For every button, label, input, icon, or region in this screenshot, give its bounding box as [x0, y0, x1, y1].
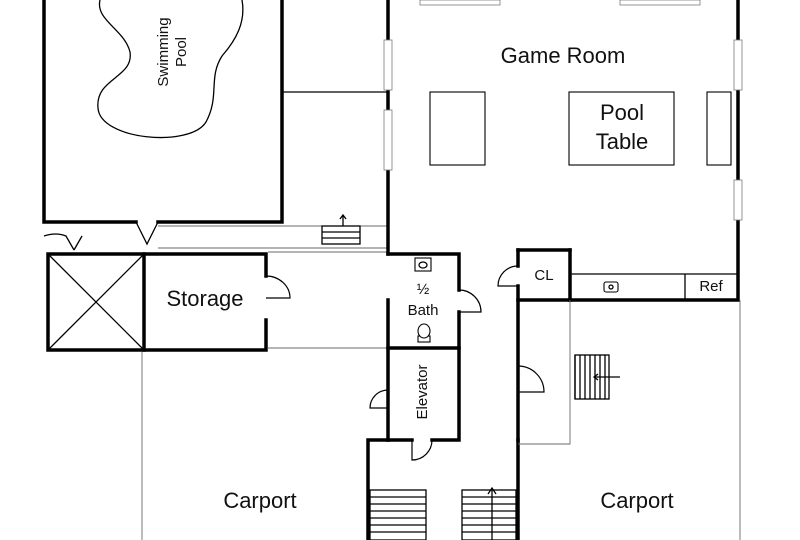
left-table [429, 91, 486, 166]
elevator-label: Elevator [414, 364, 431, 419]
game-room-furniture: Pool Table [429, 91, 732, 166]
left-carport: Carport [223, 488, 296, 513]
closet: CL [497, 265, 554, 287]
pool-table-label-line1: Pool [600, 100, 644, 125]
wet-bar: Ref [570, 273, 738, 300]
carport-stairs [574, 354, 620, 400]
ref-label: Ref [699, 278, 723, 295]
walkway-stairs [321, 213, 361, 245]
swimming-pool: Swimming Pool [97, 0, 244, 139]
bath-sink-icon [414, 257, 432, 272]
half-bath: ½ Bath [386, 252, 482, 350]
swimming-pool-label-line2: Pool [173, 37, 190, 67]
swimming-pool-label-line1: Swimming [155, 17, 172, 86]
pool-table [568, 91, 675, 166]
bar-sink-icon [603, 281, 619, 293]
pool-table-label-line2: Table [596, 129, 649, 154]
half-bath-label-line1: ½ [417, 281, 430, 298]
game-room: Game Room [383, 0, 743, 442]
pool-enclosure [42, 0, 388, 251]
carport-right-label: Carport [600, 488, 673, 513]
stairs-right [461, 486, 517, 540]
mechanical-room [46, 252, 146, 352]
stairs-left [369, 489, 427, 540]
storage-room: Storage [142, 252, 291, 352]
storage-label: Storage [166, 286, 243, 311]
elevator: Elevator [369, 346, 461, 461]
game-room-label: Game Room [501, 43, 626, 68]
right-shelf [706, 91, 732, 166]
closet-label: CL [534, 267, 553, 284]
toilet-icon [417, 323, 431, 343]
half-bath-label-line2: Bath [408, 302, 439, 319]
right-carport: Carport [518, 300, 741, 540]
carport-left-label: Carport [223, 488, 296, 513]
stair-hall [366, 365, 545, 540]
